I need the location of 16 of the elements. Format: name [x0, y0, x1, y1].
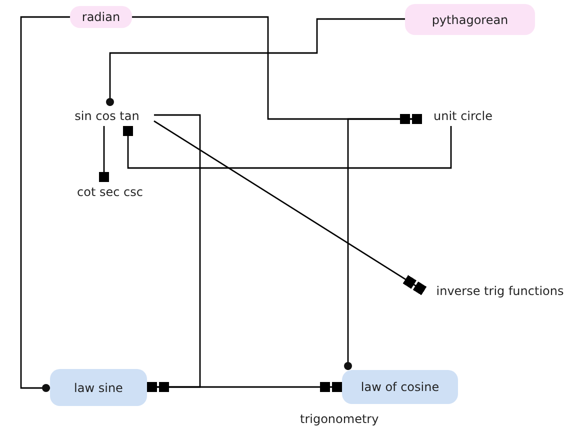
connector — [132, 16, 422, 124]
topic-bubble: radian — [70, 6, 132, 28]
connector — [147, 114, 201, 392]
concept-label: cot sec csc — [62, 182, 158, 202]
concept-label: inverse trig functions — [424, 281, 576, 301]
topic-bubble: law sine — [50, 369, 147, 406]
connector — [123, 126, 452, 169]
map-title: trigonometry — [300, 412, 379, 426]
connector — [106, 18, 405, 106]
concept-label: sin cos tan — [60, 106, 154, 126]
concept-label: unit circle — [422, 106, 504, 126]
topic-bubble: pythagorean — [405, 4, 535, 35]
connector — [20, 16, 70, 392]
connector — [154, 120, 427, 296]
connector — [99, 126, 109, 182]
topic-bubble: law of cosine — [342, 370, 458, 404]
